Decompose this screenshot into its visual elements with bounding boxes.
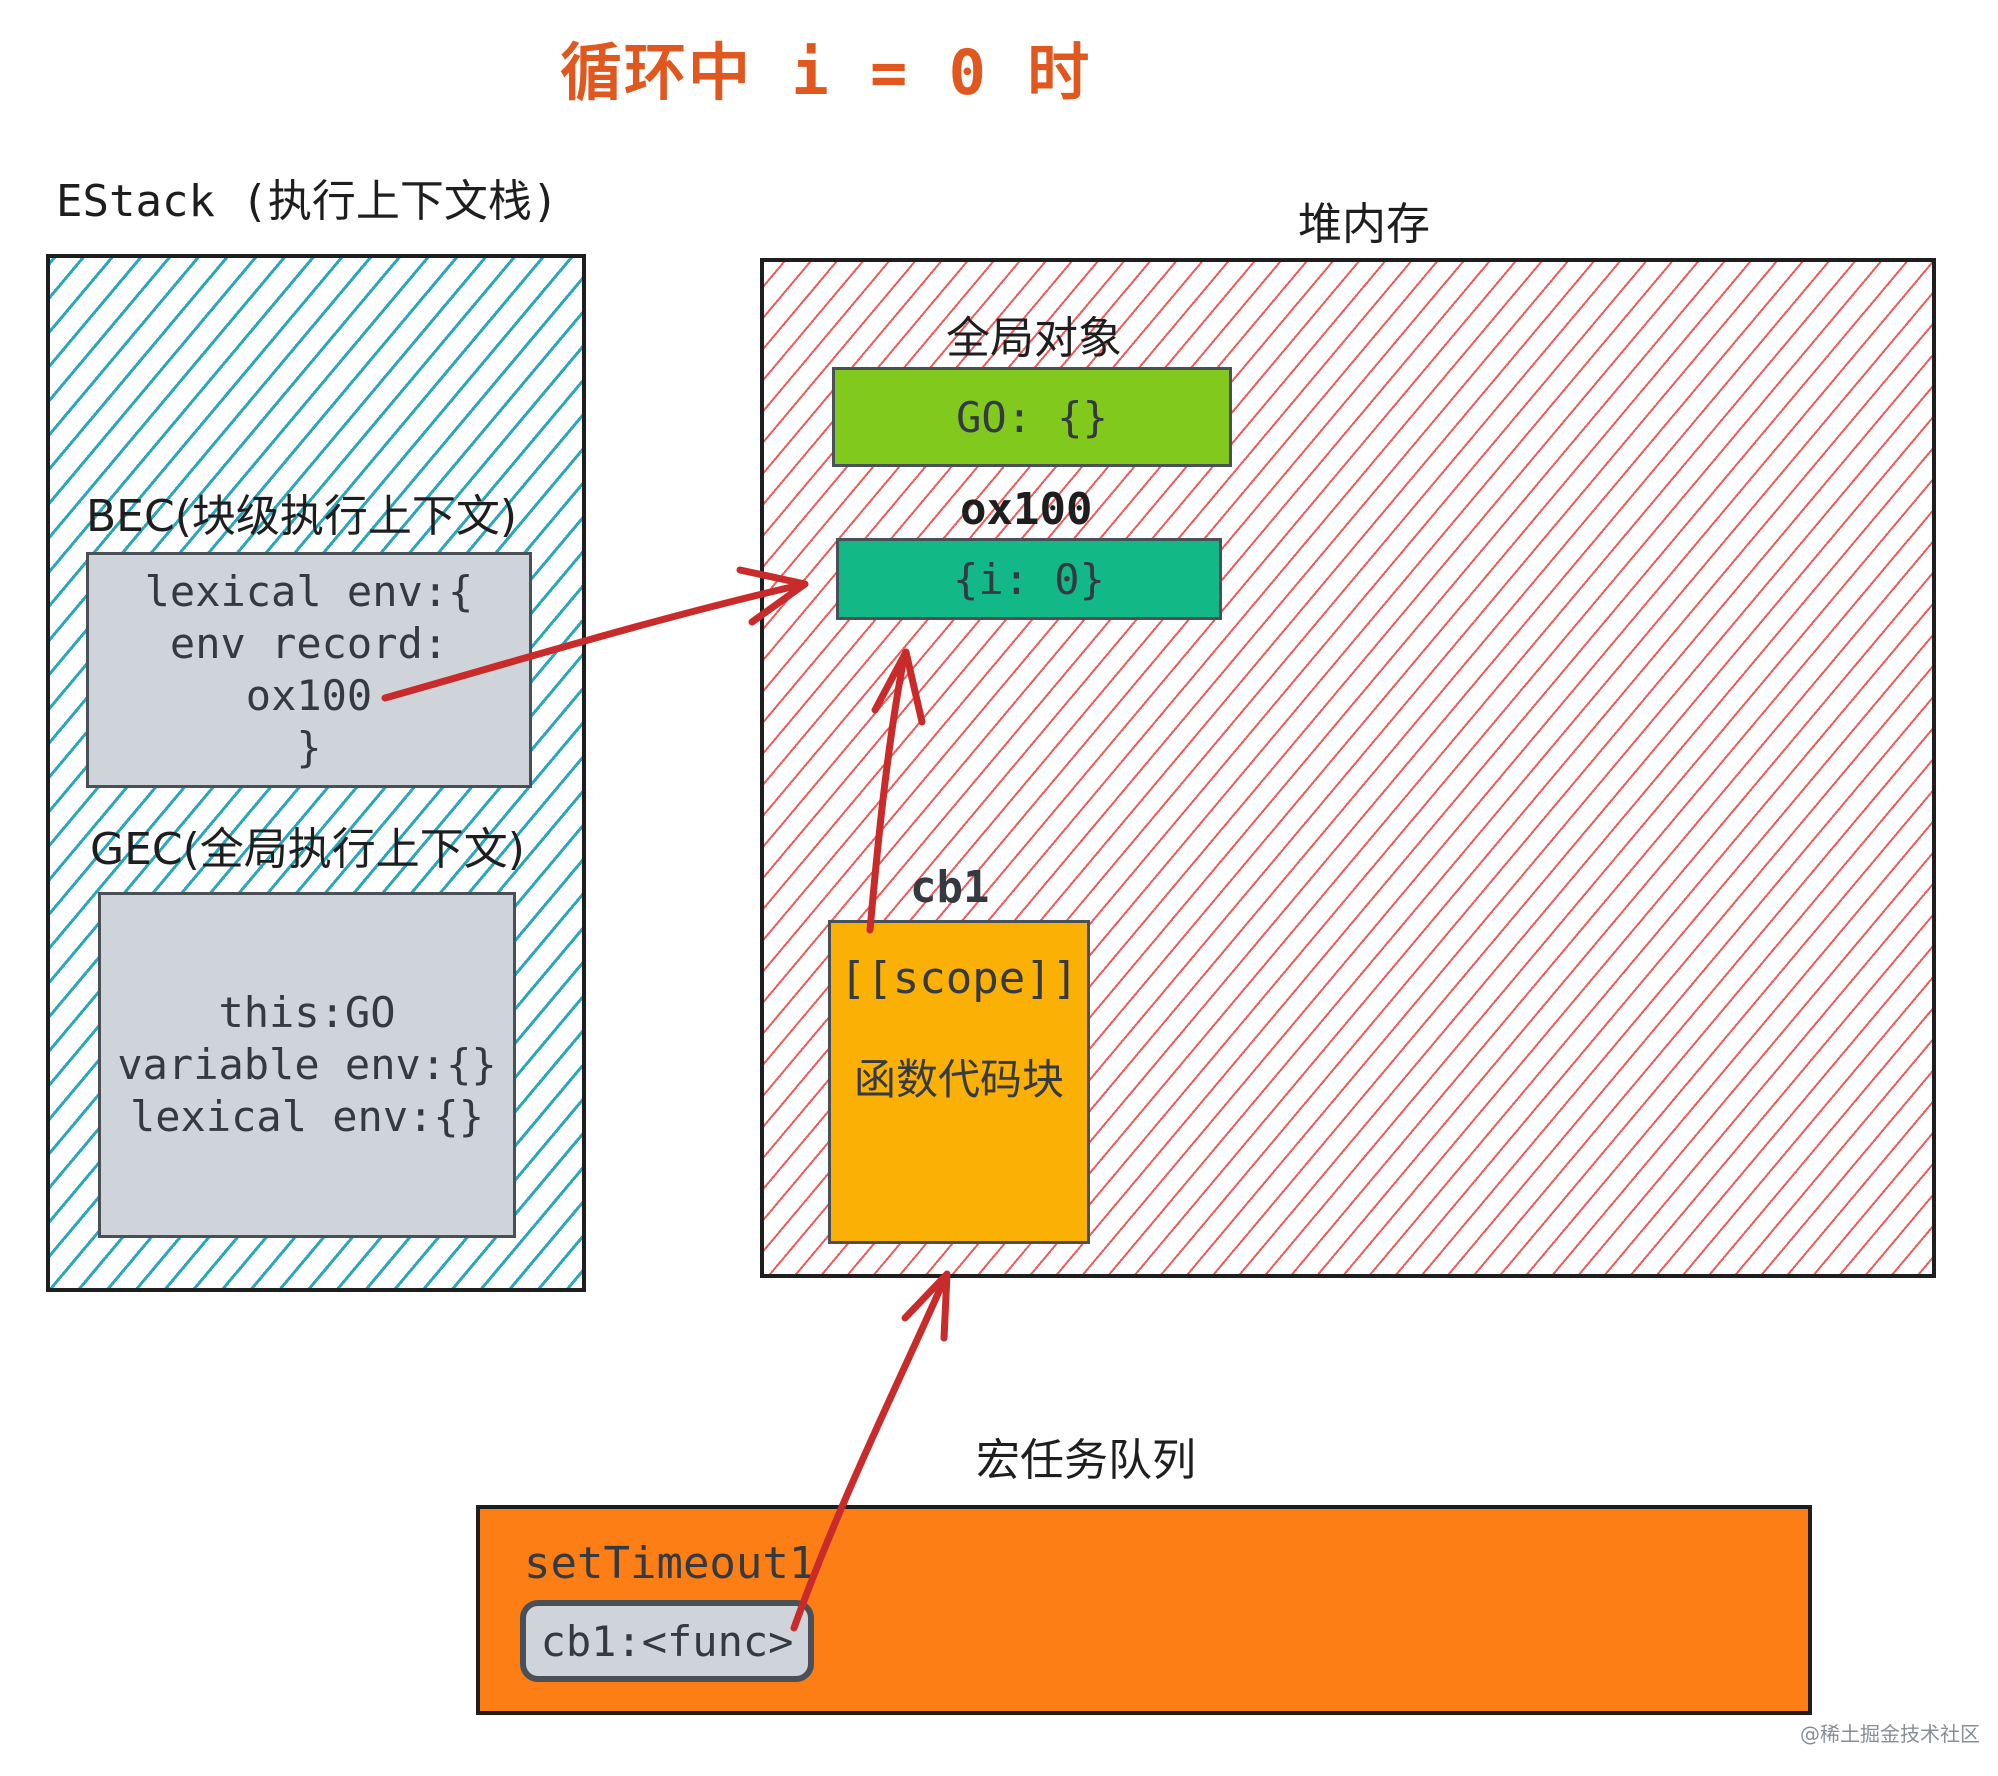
cb1-label: cb1 (910, 862, 990, 913)
cb1-body: 函数代码块 (853, 1055, 1064, 1104)
estack-label: EStack (执行上下文栈) (56, 176, 559, 227)
gec-line-3: lexical env:{} (129, 1092, 484, 1141)
ox100-label: ox100 (960, 484, 1093, 535)
cb1-scope: [[scope]] (839, 953, 1079, 1004)
bec-line-4: } (296, 723, 322, 772)
task-name: setTimeout1 (524, 1538, 816, 1589)
heap-label: 堆内存 (1298, 199, 1430, 250)
bec-line-3: ox100 (245, 671, 373, 720)
global-object-label: 全局对象 (946, 313, 1122, 364)
bec-label: BEC(块级执行上下文) (86, 491, 518, 542)
cb1-box: [[scope]] 函数代码块 (828, 920, 1090, 1244)
gec-line-2: variable env:{} (117, 1040, 497, 1089)
bec-line-2: env record: (169, 619, 449, 668)
bec-line-1: lexical env:{ (144, 567, 474, 616)
diagram-title: 循环中 i = 0 时 (560, 36, 1092, 109)
callback-pill: cb1:<func> (520, 1600, 814, 1682)
gec-box: this:GO variable env:{} lexical env:{} (98, 892, 516, 1238)
macrotask-queue-label: 宏任务队列 (976, 1435, 1196, 1486)
gec-label: GEC(全局执行上下文) (90, 824, 525, 875)
ox100-box: {i: 0} (836, 538, 1222, 620)
watermark: @稀土掘金技术社区 (1800, 1722, 1980, 1746)
bec-box: lexical env:{ env record: ox100 } (86, 552, 532, 788)
gec-line-1: this:GO (218, 988, 396, 1037)
global-object-box: GO: {} (832, 367, 1232, 467)
